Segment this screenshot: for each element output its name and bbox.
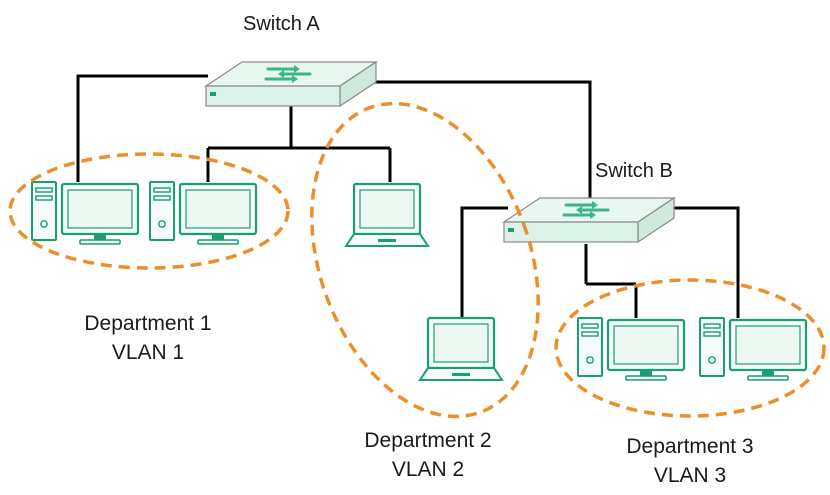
vlan-2-boundary bbox=[310, 101, 540, 419]
department-2: Department 2 VLAN 2 bbox=[310, 101, 540, 481]
department-3-name: Department 3 bbox=[626, 435, 753, 458]
network-switch-icon bbox=[204, 60, 378, 108]
desktop-computer-icon bbox=[148, 180, 258, 246]
network-switch-icon bbox=[502, 196, 676, 244]
department-2-name: Department 2 bbox=[364, 429, 491, 452]
switch-b-label: Switch B bbox=[595, 160, 673, 182]
department-3: Department 3 VLAN 3 bbox=[554, 278, 826, 487]
switch-a-label: Switch A bbox=[243, 13, 320, 35]
vlan-1-boundary bbox=[8, 152, 290, 270]
desktop-computer-icon bbox=[30, 180, 140, 246]
laptop-icon bbox=[344, 182, 430, 248]
desktop-computer-icon bbox=[698, 316, 808, 382]
network-cables bbox=[76, 74, 740, 318]
desktop-computer-icon bbox=[576, 316, 686, 382]
switch-a: Switch A bbox=[204, 13, 378, 108]
department-2-vlan: VLAN 2 bbox=[392, 458, 464, 481]
department-1-vlan: VLAN 1 bbox=[112, 341, 184, 364]
laptop-icon bbox=[418, 316, 504, 382]
switch-b: Switch B bbox=[502, 160, 676, 244]
vlan-3-boundary bbox=[554, 278, 826, 418]
department-1-name: Department 1 bbox=[84, 312, 211, 335]
department-1: Department 1 VLAN 1 bbox=[8, 152, 290, 364]
department-3-vlan: VLAN 3 bbox=[654, 464, 726, 487]
